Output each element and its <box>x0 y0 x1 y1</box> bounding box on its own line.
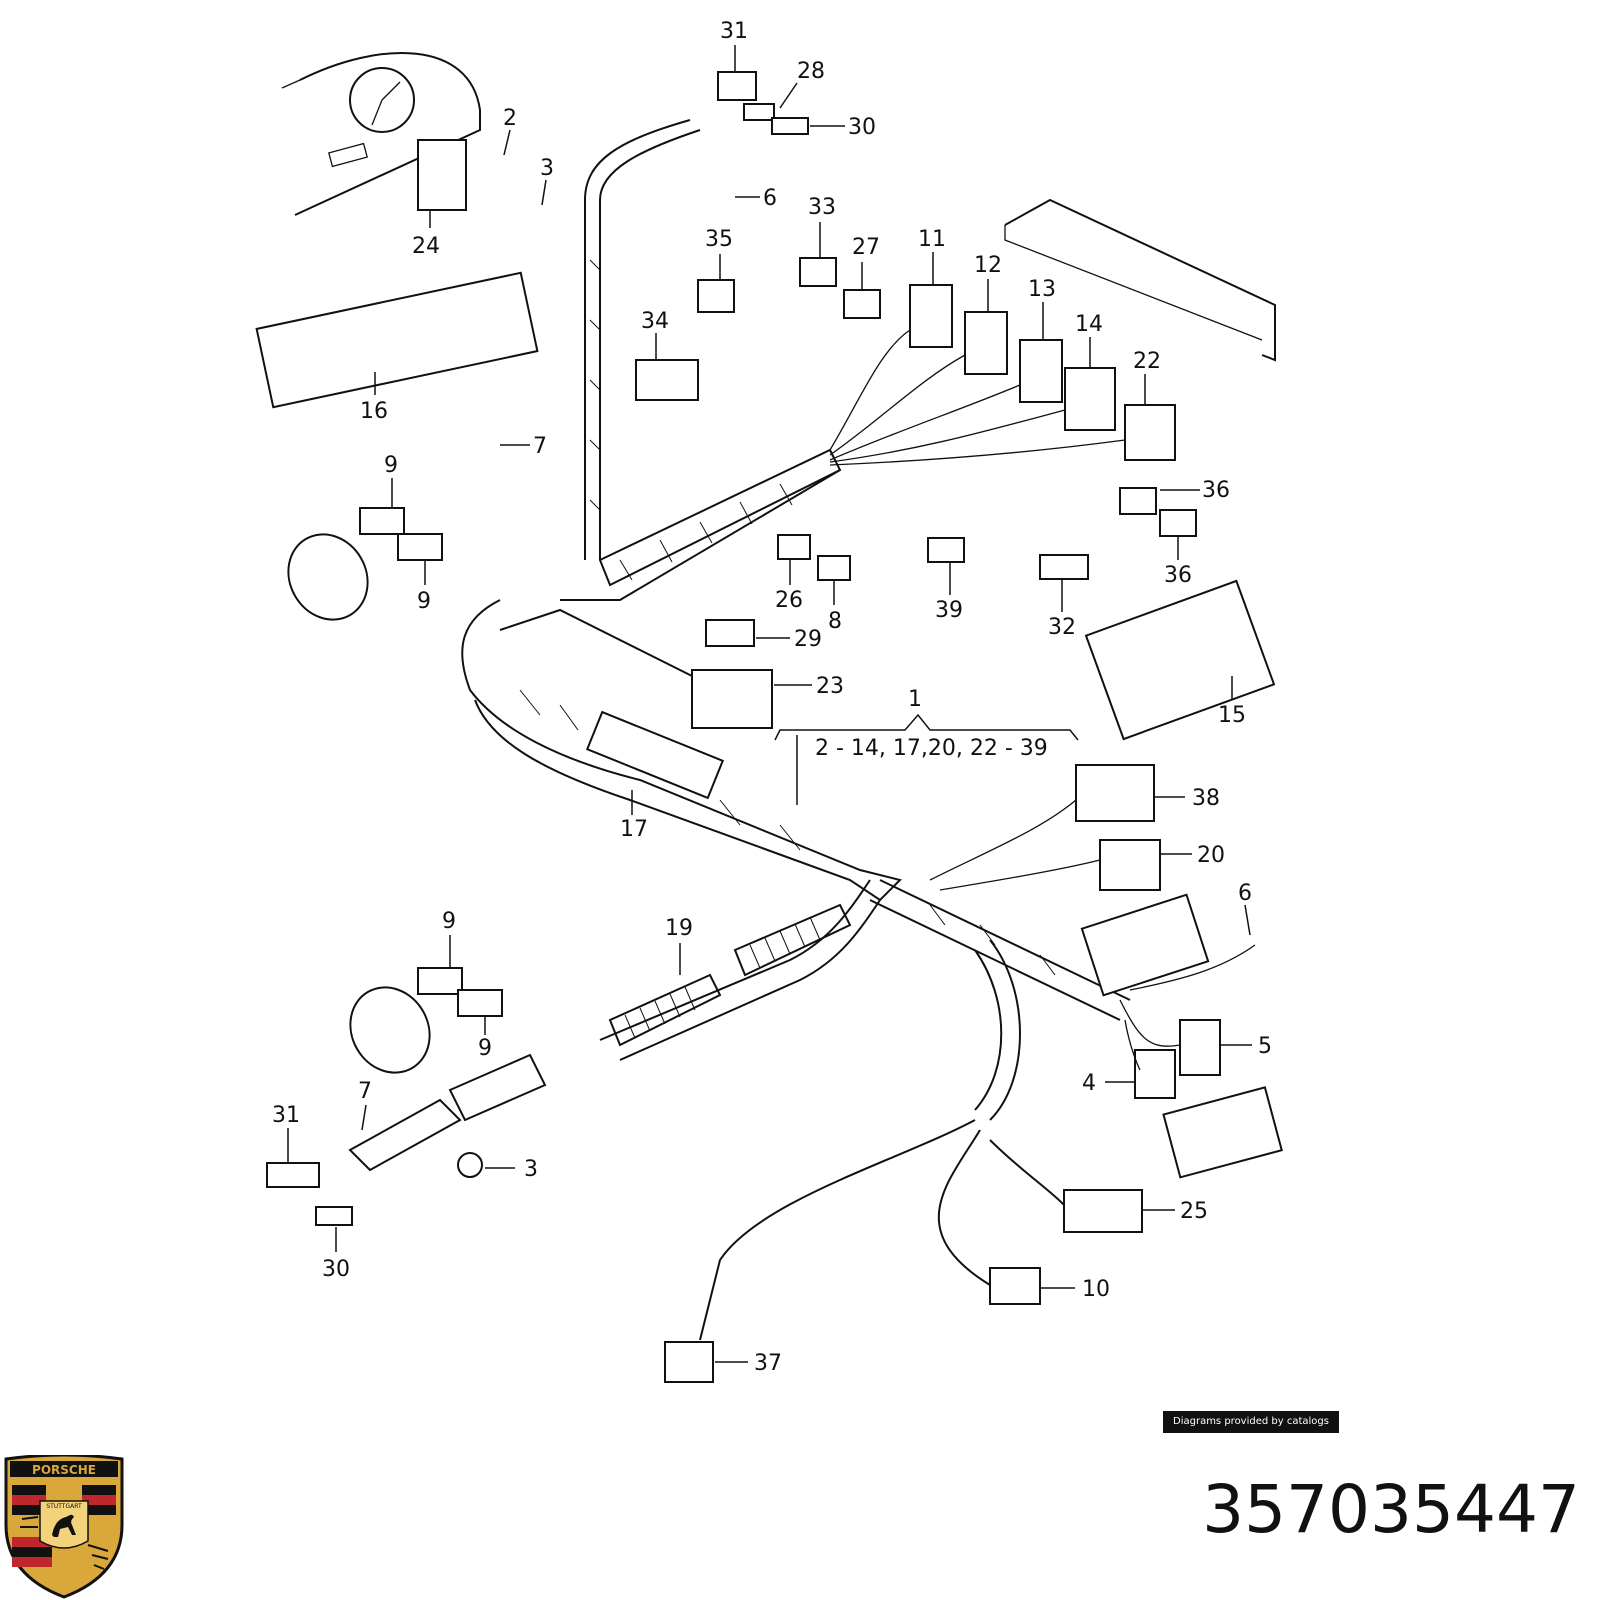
callout-15: 15 <box>1218 703 1246 728</box>
callout-29: 29 <box>794 627 822 652</box>
callout-19: 19 <box>665 916 693 941</box>
callout-25: 25 <box>1180 1199 1208 1224</box>
callout-14: 14 <box>1075 312 1103 337</box>
crest-stripes <box>12 1485 116 1567</box>
callout-32: 32 <box>1048 615 1076 640</box>
callout-4: 4 <box>1082 1071 1096 1096</box>
range-note: 2 - 14, 17,20, 22 - 39 <box>815 736 1048 761</box>
diagram-credit: Diagrams provided by catalogs parts <box>1163 1411 1339 1449</box>
crest-city: STUTTGART <box>46 1503 82 1510</box>
callout-5: 5 <box>1258 1034 1272 1059</box>
callout-33: 33 <box>808 195 836 220</box>
fuse-panel-illustration <box>1004 198 1276 362</box>
callout-3-top: 3 <box>540 156 554 181</box>
callout-9-top-a: 9 <box>384 453 398 478</box>
callout-23: 23 <box>816 674 844 699</box>
callout-20: 20 <box>1197 843 1225 868</box>
callout-10: 10 <box>1082 1277 1110 1302</box>
callout-6-top: 6 <box>763 186 777 211</box>
callout-34: 34 <box>641 309 669 334</box>
corrugated-conduit <box>608 903 852 1047</box>
callout-36-a: 36 <box>1202 478 1230 503</box>
callout-11: 11 <box>918 227 946 252</box>
callout-37: 37 <box>754 1351 782 1376</box>
callout-36-b: 36 <box>1164 563 1192 588</box>
callout-12: 12 <box>974 253 1002 278</box>
callout-35: 35 <box>705 227 733 252</box>
callout-22: 22 <box>1133 349 1161 374</box>
callout-7-bottom: 7 <box>358 1079 372 1104</box>
callout-38: 38 <box>1192 786 1220 811</box>
relay-connectors-cluster <box>829 284 1176 466</box>
callout-3-bottom: 3 <box>524 1157 538 1182</box>
callout-17: 17 <box>620 817 648 842</box>
callout-24: 24 <box>412 234 440 259</box>
callout-9-bottom-b: 9 <box>478 1036 492 1061</box>
callout-9-bottom-a: 9 <box>442 909 456 934</box>
callout-28: 28 <box>797 59 825 84</box>
callout-labels: 31 28 30 2 3 6 24 33 35 27 11 12 13 14 2… <box>272 19 1272 1376</box>
callout-9-top-b: 9 <box>417 589 431 614</box>
callout-30-top: 30 <box>848 115 876 140</box>
callout-8: 8 <box>828 609 842 634</box>
crest-wordmark: PORSCHE <box>32 1463 96 1477</box>
misc-connectors <box>255 71 1283 1383</box>
callout-2: 2 <box>503 106 517 131</box>
callout-6-bottom: 6 <box>1238 881 1252 906</box>
callout-31-bottom: 31 <box>272 1103 300 1128</box>
callout-16: 16 <box>360 399 388 424</box>
callout-1: 1 <box>908 687 922 712</box>
callout-26: 26 <box>775 588 803 613</box>
callout-leaders <box>287 45 1252 1363</box>
main-harness-trunk <box>461 119 1131 1121</box>
instrument-cluster-illustration <box>281 51 481 216</box>
porsche-crest-icon: PORSCHE STUTTGART <box>4 1455 124 1599</box>
callout-13: 13 <box>1028 277 1056 302</box>
callout-7-top: 7 <box>533 434 547 459</box>
callout-31-top: 31 <box>720 19 748 44</box>
callout-39: 39 <box>935 598 963 623</box>
part-number: 357035447 <box>1202 1471 1580 1548</box>
callout-27: 27 <box>852 235 880 260</box>
callout-30-bottom: 30 <box>322 1257 350 1282</box>
crest-antlers <box>20 1516 109 1570</box>
